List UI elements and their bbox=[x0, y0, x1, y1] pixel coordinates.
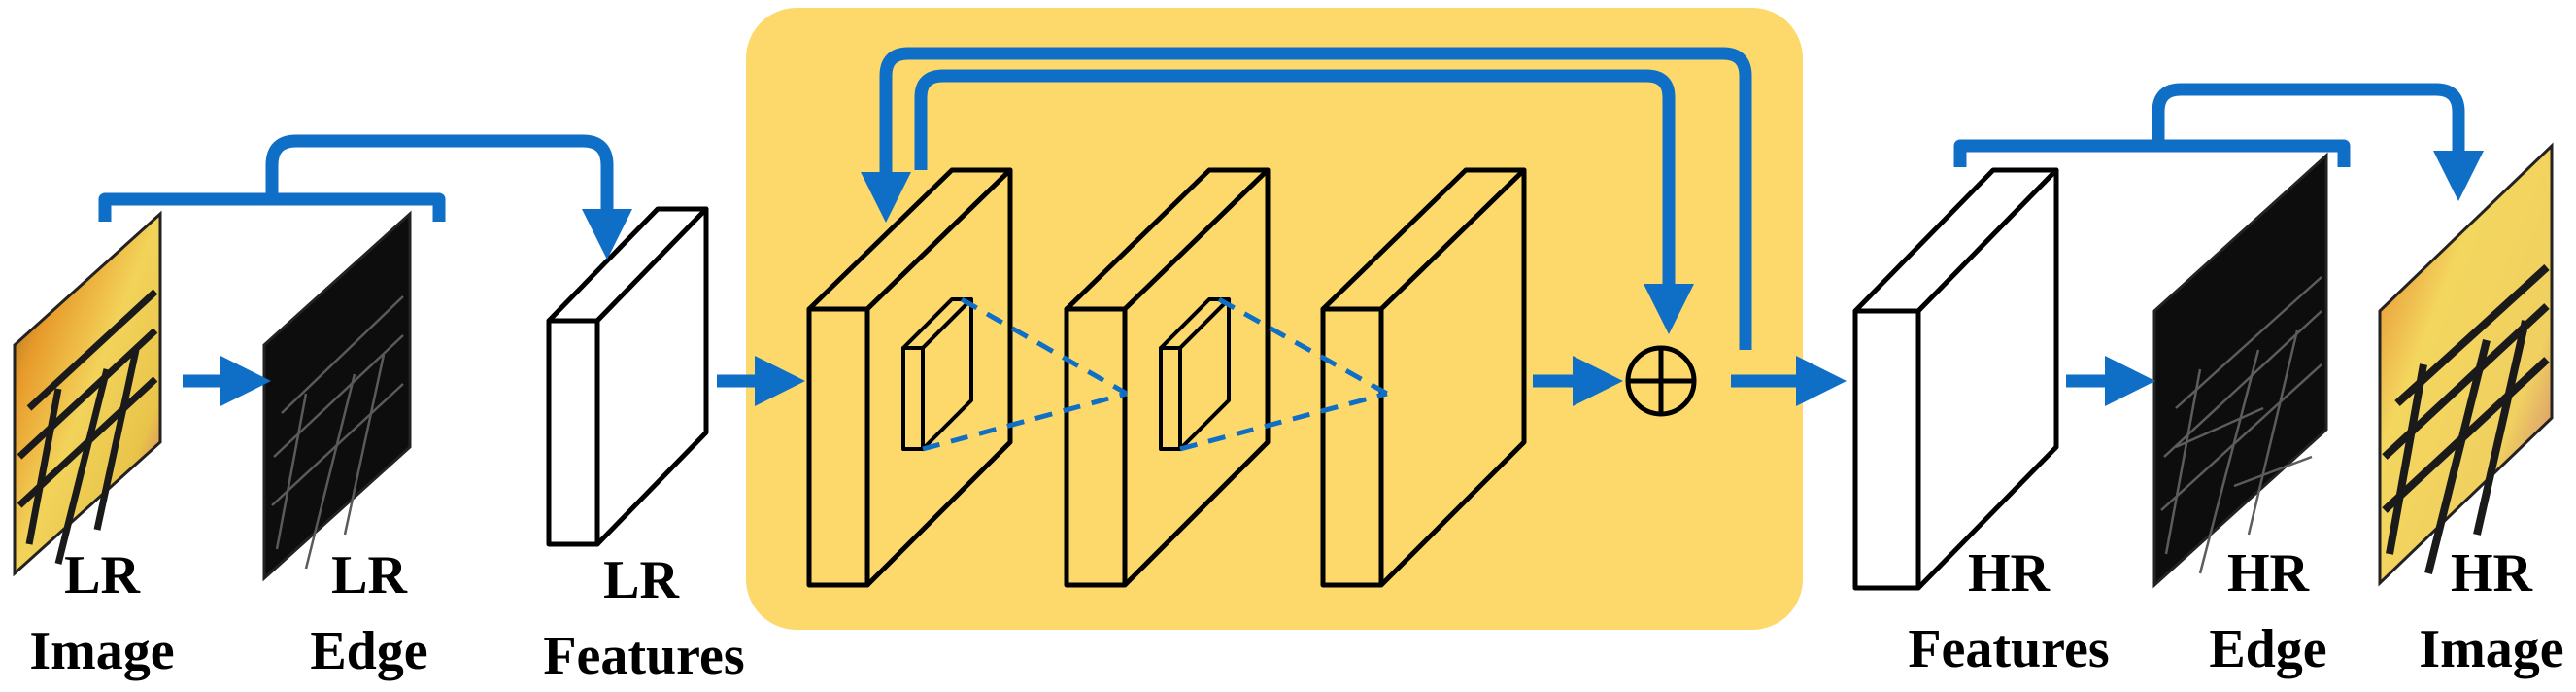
label-lr-features: LR Features bbox=[543, 550, 744, 686]
label-hr-image-line1: HR bbox=[2451, 543, 2533, 604]
hr-image-tile bbox=[2378, 142, 2554, 587]
label-lr-edge-line2: Edge bbox=[310, 621, 427, 681]
hr-features-block bbox=[1852, 167, 2059, 591]
bracket-hr-features-edge bbox=[1953, 139, 2351, 167]
conv-block-3 bbox=[1320, 167, 1527, 588]
lr-image-tile bbox=[13, 210, 162, 577]
sum-node bbox=[1625, 345, 1697, 417]
label-lr-features-line1: LR bbox=[603, 550, 679, 610]
skip-connection-outer bbox=[861, 47, 1752, 350]
label-hr-edge-line1: HR bbox=[2227, 543, 2310, 604]
hr-edge-tile bbox=[2152, 152, 2328, 589]
butterfly-photo-icon bbox=[17, 289, 158, 565]
label-hr-image-line2: Image bbox=[2419, 619, 2563, 679]
receptive-field-cube-2 bbox=[1159, 297, 1231, 451]
arrow-bracket-to-lr-features bbox=[265, 134, 632, 260]
butterfly-edge-map-icon bbox=[2160, 276, 2322, 574]
label-lr-image-line2: Image bbox=[29, 621, 174, 681]
label-hr-features: HR Features bbox=[1908, 543, 2109, 679]
label-lr-image: LR Image bbox=[29, 545, 174, 681]
residual-block-panel bbox=[746, 8, 1803, 630]
arrow-bracket-to-hr-image bbox=[2152, 83, 2484, 201]
butterfly-photo-icon bbox=[2382, 264, 2550, 574]
lr-edge-tile bbox=[262, 210, 412, 582]
butterfly-edge-map-icon bbox=[271, 295, 404, 570]
receptive-field-cube-1 bbox=[901, 297, 973, 451]
label-hr-edge: HR Edge bbox=[2209, 543, 2326, 679]
lr-features-block bbox=[546, 206, 709, 547]
label-hr-features-line2: Features bbox=[1908, 619, 2109, 679]
label-lr-features-line2: Features bbox=[543, 626, 744, 686]
label-hr-image: HR Image bbox=[2419, 543, 2563, 679]
label-hr-features-line1: HR bbox=[1968, 543, 2051, 604]
skip-connection-inner bbox=[914, 69, 1694, 334]
label-hr-edge-line2: Edge bbox=[2209, 619, 2326, 679]
flow-arrows bbox=[98, 47, 2484, 406]
label-lr-edge-line1: LR bbox=[331, 545, 407, 606]
label-lr-image-line1: LR bbox=[64, 545, 140, 606]
label-lr-edge: LR Edge bbox=[310, 545, 427, 681]
receptive-field-projection-lines bbox=[922, 296, 1389, 452]
